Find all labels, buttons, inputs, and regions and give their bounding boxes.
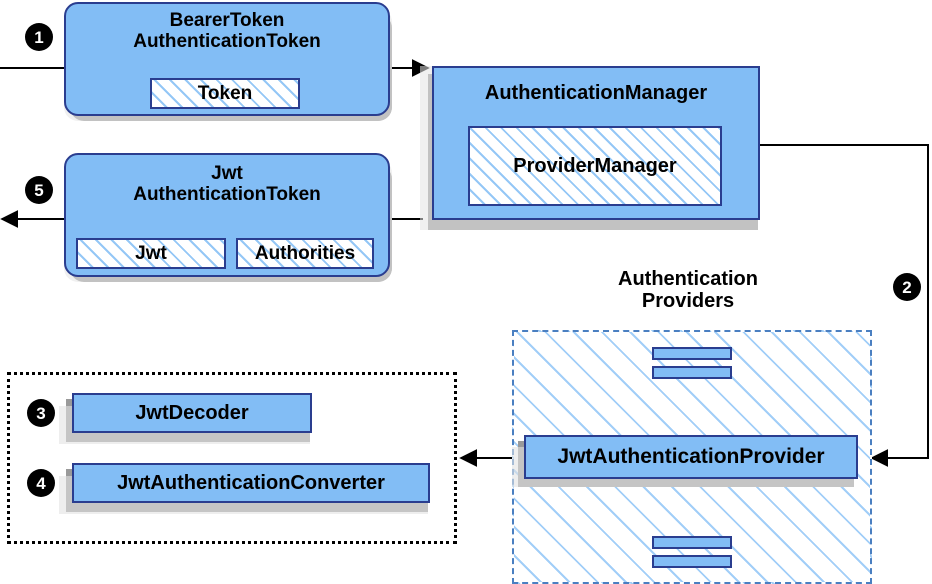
bearer-token-title-line1: BearerToken bbox=[169, 10, 285, 31]
provider-manager-label: ProviderManager bbox=[513, 154, 677, 177]
provider-stub-bottom-2 bbox=[652, 555, 732, 568]
jwt-token-title-line2: AuthenticationToken bbox=[133, 184, 321, 206]
token-inner-box[interactable]: Token bbox=[150, 78, 300, 109]
auth-providers-caption-line1: Authentication bbox=[618, 268, 758, 290]
bearer-token-title: BearerToken AuthenticationToken bbox=[127, 10, 327, 53]
jwt-decoder-label: JwtDecoder bbox=[135, 401, 249, 424]
provider-manager-box[interactable]: ProviderManager bbox=[468, 126, 722, 206]
step-1-number: 1 bbox=[34, 27, 44, 47]
step-4-number: 4 bbox=[36, 473, 46, 493]
step-5-badge: 5 bbox=[26, 177, 52, 203]
jwt-converter-box[interactable]: JwtAuthenticationConverter bbox=[72, 463, 430, 503]
token-inner-label: Token bbox=[197, 82, 253, 104]
jwt-decoder-box[interactable]: JwtDecoder bbox=[72, 393, 312, 433]
step-2-badge: 2 bbox=[894, 274, 920, 300]
authorities-inner-box[interactable]: Authorities bbox=[236, 238, 374, 269]
provider-stub-top-1 bbox=[652, 347, 732, 360]
jwt-support-region bbox=[7, 372, 457, 544]
bearer-token-box[interactable]: BearerToken AuthenticationToken bbox=[64, 2, 390, 116]
jwt-converter-label: JwtAuthenticationConverter bbox=[117, 471, 385, 494]
authorities-inner-label: Authorities bbox=[254, 242, 356, 264]
jwt-token-title: Jwt AuthenticationToken bbox=[127, 163, 327, 206]
step-2-number: 2 bbox=[902, 277, 912, 297]
jwt-token-title-line1: Jwt bbox=[211, 163, 243, 184]
step-4-badge: 4 bbox=[28, 470, 54, 496]
jwt-inner-label: Jwt bbox=[135, 242, 167, 264]
step-3-number: 3 bbox=[36, 403, 46, 423]
provider-stub-top-2 bbox=[652, 366, 732, 379]
step-5-number: 5 bbox=[34, 180, 44, 200]
step-3-badge: 3 bbox=[28, 400, 54, 426]
auth-providers-caption-line2: Providers bbox=[641, 290, 735, 313]
jwt-provider-label: JwtAuthenticationProvider bbox=[557, 445, 825, 469]
jwt-provider-box[interactable]: JwtAuthenticationProvider bbox=[524, 435, 858, 479]
bearer-token-title-line2: AuthenticationToken bbox=[133, 31, 321, 53]
jwt-inner-box[interactable]: Jwt bbox=[76, 238, 226, 269]
step-1-badge: 1 bbox=[26, 24, 52, 50]
auth-providers-caption: Authentication Providers bbox=[558, 268, 818, 313]
auth-manager-title: AuthenticationManager bbox=[484, 82, 708, 104]
provider-stub-bottom-1 bbox=[652, 536, 732, 549]
